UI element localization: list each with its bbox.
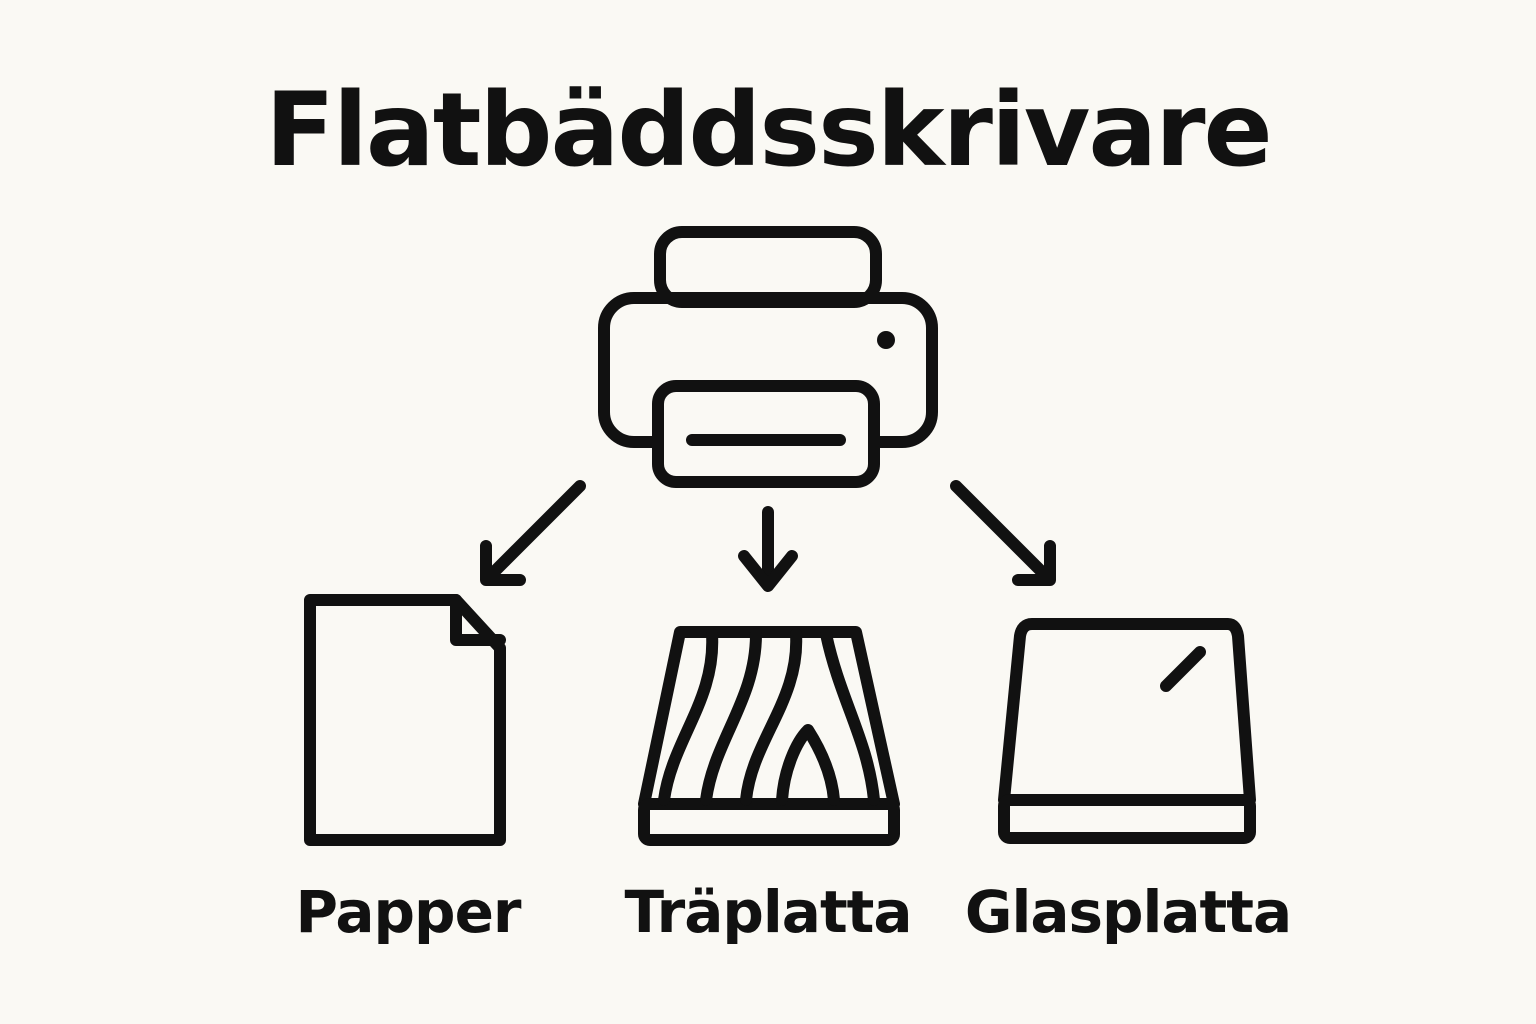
label-papper: Papper [295,878,521,946]
label-glasplatta: Glasplatta [964,878,1292,946]
arrow-right-icon [950,480,1056,586]
arrow-left-icon [480,480,586,586]
paper-sheet-icon [304,594,506,846]
diagram-title: Flatbäddsskrivare [265,71,1272,190]
label-traplatta: Träplatta [624,878,912,946]
glass-plate-icon [998,618,1256,844]
wood-board-icon [638,626,900,846]
printer-status-light [877,331,895,349]
printer-icon [598,226,938,488]
printer-paper-tray [654,226,882,308]
arrow-down-icon [738,506,798,592]
